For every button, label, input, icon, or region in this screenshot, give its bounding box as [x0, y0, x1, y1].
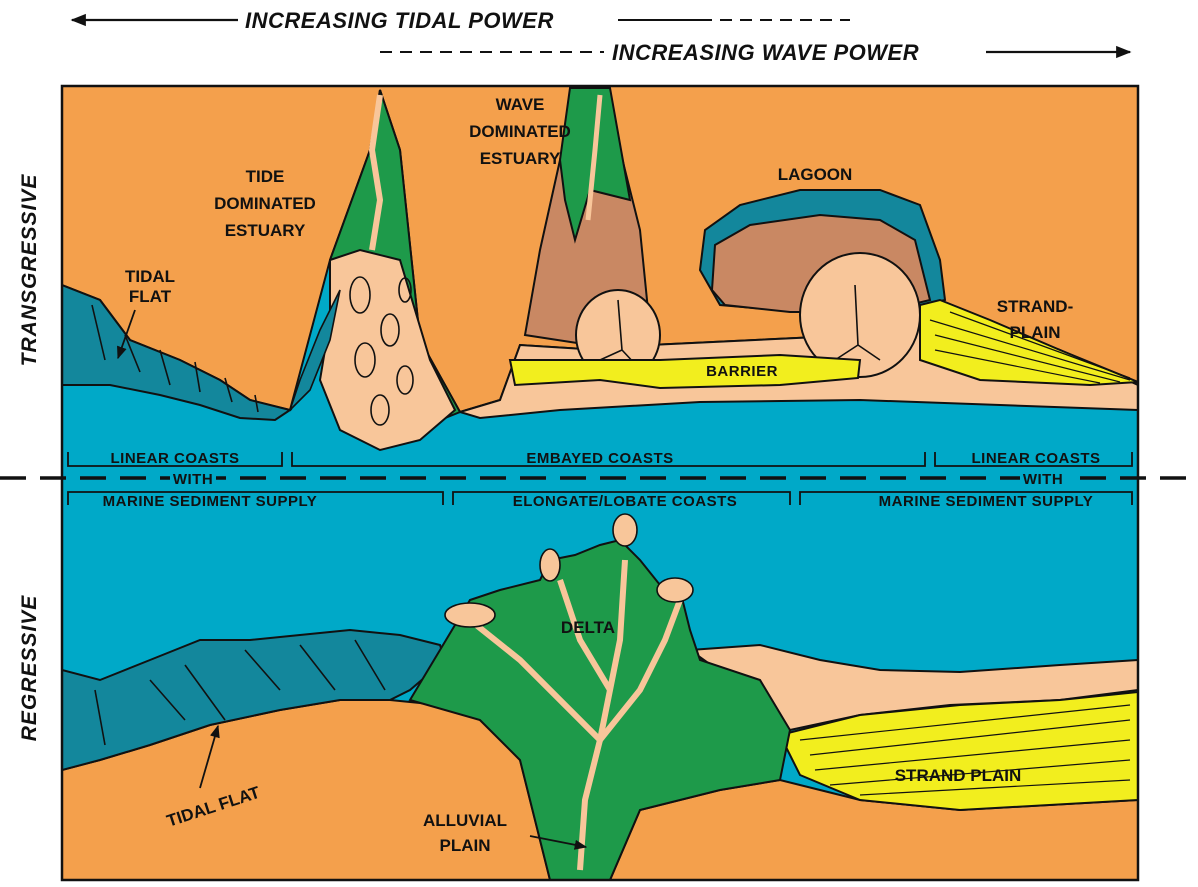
linear-coasts-right-label: LINEAR COASTS [971, 450, 1100, 467]
transgressive-panel [62, 86, 1138, 450]
tidal-flat-upper-label-1: TIDAL [125, 267, 175, 286]
delta-label: DELTA [561, 618, 615, 637]
transgressive-label: TRANSGRESSIVE [18, 174, 41, 367]
wave-estuary-label-1: WAVE [496, 95, 545, 114]
tide-estuary-label-2: DOMINATED [214, 194, 316, 213]
tide-estuary-label-1: TIDE [246, 167, 285, 186]
wave-estuary-label-3: ESTUARY [480, 149, 561, 168]
tide-estuary-label-3: ESTUARY [225, 221, 306, 240]
regressive-label: REGRESSIVE [18, 595, 41, 742]
with-right-label: WITH [1023, 471, 1063, 488]
strand-plain-lower-label: STRAND PLAIN [895, 766, 1022, 785]
embayed-coasts-label: EMBAYED COASTS [526, 450, 673, 467]
tidal-power-label: INCREASING TIDAL POWER [245, 8, 554, 33]
elongate-lobate-coasts-label: ELONGATE/LOBATE COASTS [513, 493, 738, 510]
marine-sediment-supply-right-label: MARINE SEDIMENT SUPPLY [879, 493, 1094, 510]
power-gradient-header: INCREASING TIDAL POWER INCREASING WAVE P… [72, 8, 1130, 65]
strand-plain-upper-label-2: PLAIN [1010, 323, 1061, 342]
marine-sediment-supply-left-label: MARINE SEDIMENT SUPPLY [103, 493, 318, 510]
tidal-flat-upper-label-2: FLAT [129, 287, 172, 306]
barrier-island [510, 355, 860, 388]
wave-estuary-label-2: DOMINATED [469, 122, 571, 141]
linear-coasts-left-label: LINEAR COASTS [110, 450, 239, 467]
lagoon-label: LAGOON [778, 165, 853, 184]
strand-plain-upper-label-1: STRAND- [997, 297, 1074, 316]
alluvial-plain-label-1: ALLUVIAL [423, 811, 507, 830]
wave-power-label: INCREASING WAVE POWER [612, 40, 919, 65]
with-left-label: WITH [173, 471, 213, 488]
alluvial-plain-label-2: PLAIN [440, 836, 491, 855]
barrier-label: BARRIER [706, 363, 778, 380]
